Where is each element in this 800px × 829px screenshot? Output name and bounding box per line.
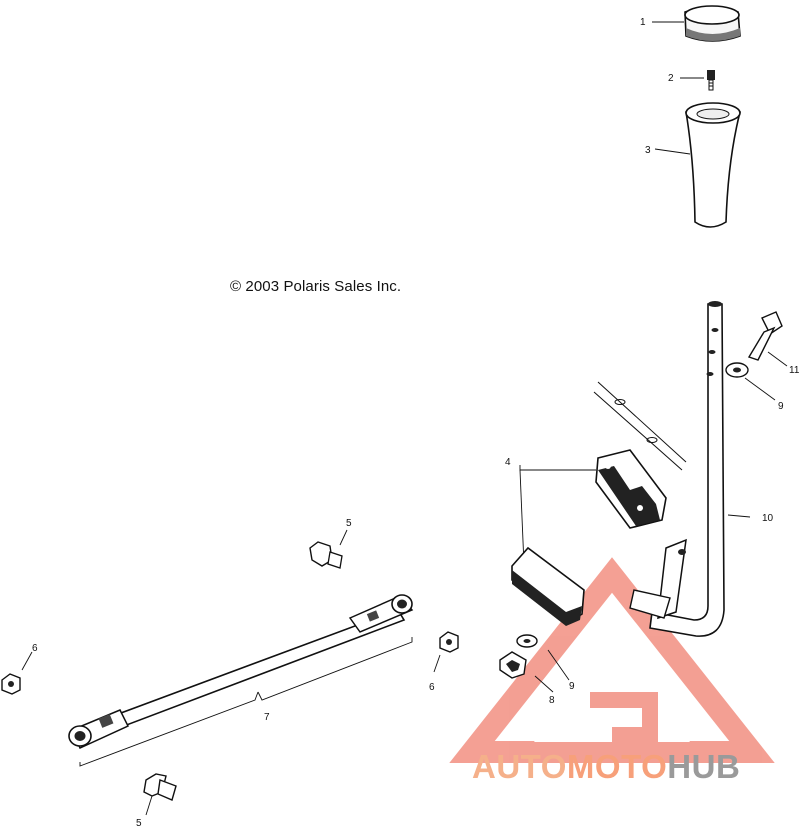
callout-6-right: 6	[429, 682, 435, 693]
callout-6-left: 6	[32, 643, 38, 654]
callout-11: 11	[789, 365, 800, 376]
callout-numbers: 1 2 3 4 5 5 6 6 7 8 9 9 10 11	[32, 17, 800, 829]
part-knob-cap	[684, 5, 741, 42]
part-bolt-upper	[747, 311, 783, 361]
callout-3: 3	[645, 145, 651, 156]
part-shift-lever	[629, 301, 725, 637]
callout-10: 10	[762, 513, 774, 524]
part-nut-lower	[499, 651, 527, 679]
part-tie-rod	[68, 594, 414, 749]
callout-8: 8	[549, 695, 555, 706]
callout-4: 4	[505, 457, 511, 468]
watermark-logo	[449, 557, 775, 763]
callout-2: 2	[668, 73, 674, 84]
part-nut-6-right	[439, 631, 459, 653]
part-washer-upper	[725, 362, 749, 378]
frame-section	[593, 381, 687, 471]
copyright-notice: © 2003 Polaris Sales Inc.	[230, 278, 402, 295]
part-bolt-5-lower	[143, 773, 177, 801]
watermark-text-hub: HUB	[667, 748, 741, 785]
watermark-text-auto: AUTO	[472, 748, 567, 785]
part-grip	[685, 102, 741, 228]
part-nut-6-left	[1, 673, 21, 695]
callout-7: 7	[264, 712, 270, 723]
watermark-text-moto: MOTO	[566, 748, 668, 785]
callout-9-lower: 9	[569, 681, 575, 692]
callout-9-upper: 9	[778, 401, 784, 412]
callout-5-lower: 5	[136, 818, 142, 829]
part-pivot-block-lower	[511, 546, 585, 626]
callout-1: 1	[640, 17, 646, 28]
part-screw	[707, 70, 715, 91]
leader-lines	[21, 21, 788, 816]
callout-5-upper: 5	[346, 518, 352, 529]
part-bolt-5-upper	[309, 541, 343, 569]
part-pivot-block-upper	[595, 449, 667, 529]
part-washer-lower	[516, 634, 538, 648]
watermark-text: AUTOMOTOHUB	[472, 748, 740, 786]
